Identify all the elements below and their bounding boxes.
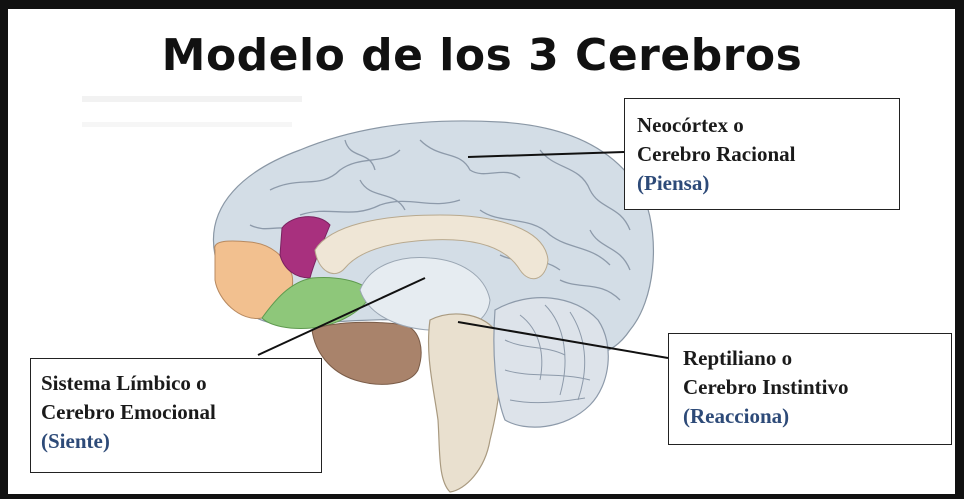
reptilian-connector <box>457 321 669 359</box>
page-title: Modelo de los 3 Cerebros <box>161 30 803 81</box>
limbic-connector <box>257 277 426 356</box>
cerebellum-folia <box>504 304 591 404</box>
limbic-label-box: Sistema Límbico o Cerebro Emocional (Sie… <box>30 358 322 473</box>
reptilian-action: (Reacciona) <box>683 404 790 428</box>
cerebellum <box>493 297 609 428</box>
neocortex-line1: Neocórtex o <box>637 113 744 137</box>
neocortex-line2: Cerebro Racional <box>637 142 796 166</box>
frontal-pole-region <box>214 240 294 319</box>
neocortex-label-box: Neocórtex o Cerebro Racional (Piensa) <box>624 98 900 210</box>
title-shadow-artifacts <box>82 96 302 127</box>
neocortex-connector <box>467 151 625 158</box>
neocortex-action: (Piensa) <box>637 171 710 195</box>
temporal-region <box>311 321 422 385</box>
corpus-callosum <box>314 214 549 280</box>
thalamus <box>359 256 491 331</box>
limbic-action: (Siente) <box>41 429 110 453</box>
brainstem <box>427 313 502 493</box>
limbic-line1: Sistema Límbico o <box>41 371 207 395</box>
limbic-line2: Cerebro Emocional <box>41 400 216 424</box>
reptilian-line2: Cerebro Instintivo <box>683 375 849 399</box>
reptilian-line1: Reptiliano o <box>683 346 793 370</box>
reptilian-label-box: Reptiliano o Cerebro Instintivo (Reaccio… <box>668 333 952 445</box>
